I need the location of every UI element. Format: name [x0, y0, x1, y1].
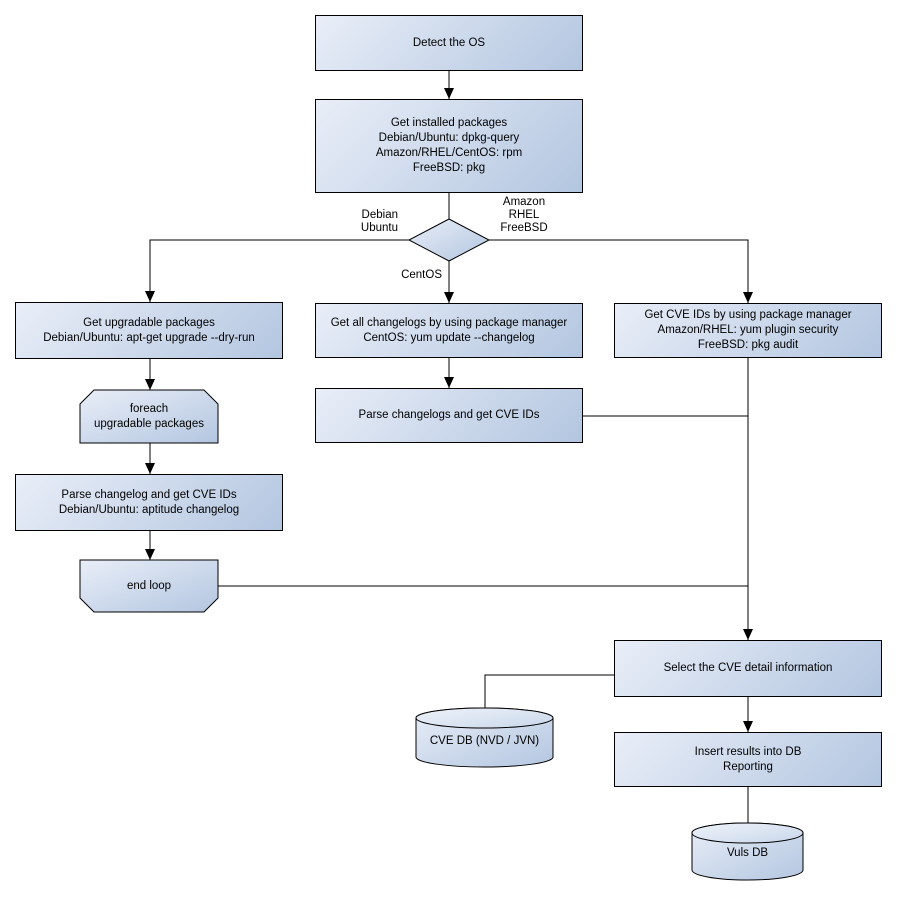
edge-decision-to-getcveids — [489, 239, 749, 303]
edge-label-amazon-rhel-freebsd: Amazon RHEL FreeBSD — [500, 196, 548, 234]
arrowhead-insert — [743, 721, 753, 732]
arrowhead-parse — [145, 463, 155, 474]
arrowheads — [145, 88, 753, 732]
node-get-cve-ids-pkg-manager: Get CVE IDs by using package manager Ama… — [614, 303, 882, 358]
edge-label-debian-ubuntu: Debian Ubuntu — [360, 209, 398, 234]
loop-end-shape — [79, 559, 219, 613]
arrowhead-parse2 — [444, 377, 454, 388]
os-decision-diamond — [407, 218, 491, 262]
edge-label-centos: CentOS — [401, 269, 442, 281]
arrowhead-foreach — [145, 379, 155, 390]
edges — [149, 71, 749, 823]
edge-select-to-cvedb — [484, 674, 614, 708]
arrowhead-getcveids — [743, 292, 753, 303]
node-parse-changelogs: Parse changelogs and get CVE IDs — [315, 388, 583, 443]
arrowhead-endloop — [145, 549, 155, 560]
cve-db-cylinder-rim — [415, 707, 554, 729]
node-get-upgradable-packages: Get upgradable packages Debian/Ubuntu: a… — [15, 302, 283, 359]
edge-decision-to-upgradable — [149, 239, 409, 302]
node-select-cve-detail: Select the CVE detail information — [614, 640, 882, 697]
arrowhead-changelogs — [444, 292, 454, 303]
node-detect-os: Detect the OS — [315, 15, 583, 71]
arrowhead-installed — [444, 88, 454, 99]
vuls-db-cylinder-rim — [691, 822, 804, 844]
arrowhead-select — [743, 629, 753, 640]
node-insert-results: Insert results into DB Reporting — [614, 732, 882, 787]
node-get-all-changelogs: Get all changelogs by using package mana… — [315, 303, 583, 358]
arrowhead-upgradable — [145, 291, 155, 302]
loop-start-shape — [79, 389, 219, 444]
node-parse-changelog-debian: Parse changelog and get CVE IDs Debian/U… — [15, 474, 283, 531]
node-get-installed-packages: Get installed packages Debian/Ubuntu: dp… — [315, 99, 583, 193]
